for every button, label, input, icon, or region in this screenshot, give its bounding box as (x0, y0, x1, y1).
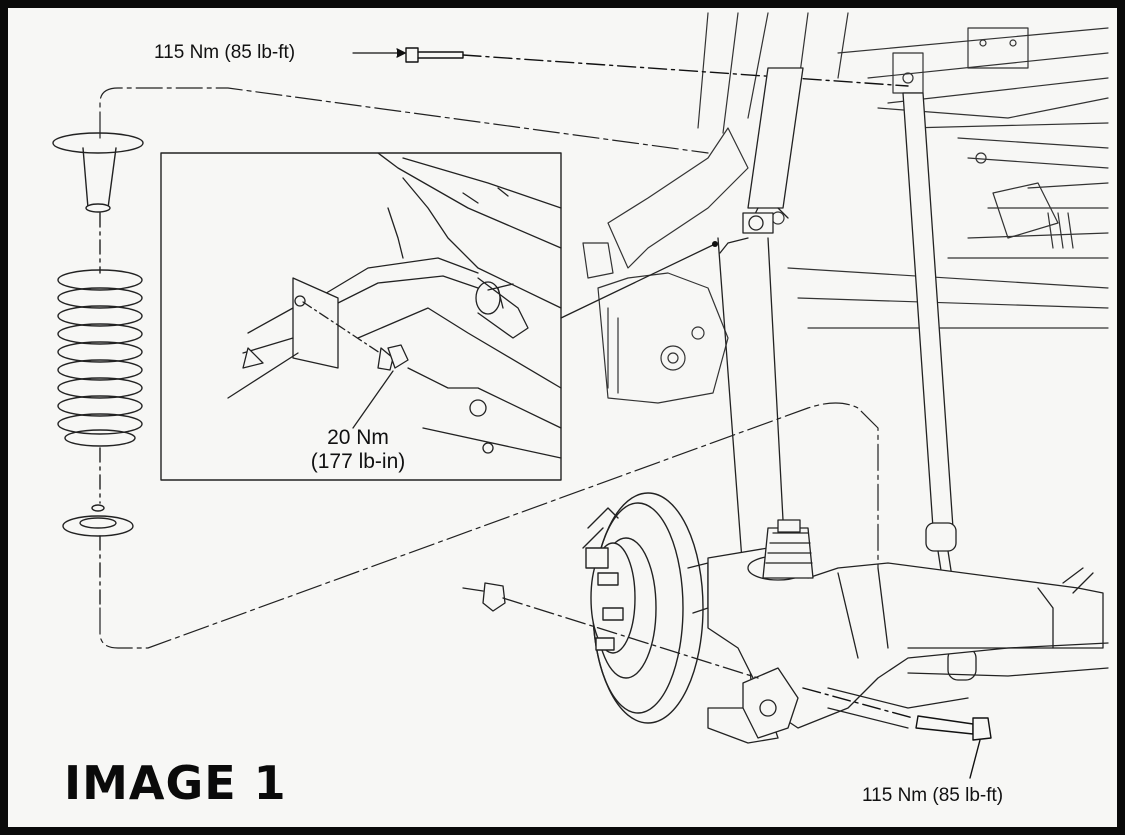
inset-torque-lbin-label: (177 lb-in) (310, 450, 406, 473)
lower-bolt (802, 687, 992, 779)
inset-leader-line (560, 244, 714, 319)
top-bolt-torque-label: 115 Nm (85 lb-ft) (154, 42, 296, 63)
chassis-frame (697, 12, 1109, 329)
frame-bracket (582, 127, 785, 404)
abs-sensor (462, 582, 759, 679)
assembly-guide-lines (99, 87, 879, 649)
brake-rotor (582, 492, 709, 724)
inset-leader-dot (712, 241, 718, 247)
upper-bolt (352, 47, 909, 87)
axle-housing (707, 519, 1109, 744)
inset-torque-nm-label: 20 Nm (327, 426, 389, 449)
detail-inset (160, 152, 562, 481)
image-title: IMAGE 1 (64, 756, 287, 810)
suspension-exploded-view (52, 12, 1109, 779)
coil-spring-assembly (52, 132, 144, 609)
bottom-bolt-torque-label: 115 Nm (85 lb-ft) (862, 785, 1004, 806)
sway-bar-link (902, 92, 977, 681)
